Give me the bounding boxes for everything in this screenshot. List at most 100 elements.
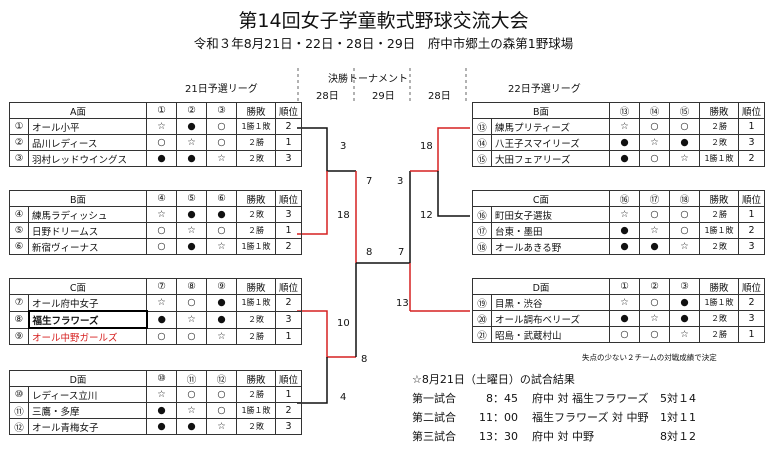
score-a: 3 xyxy=(340,141,347,152)
result-cell: ☆ xyxy=(176,222,207,239)
result-cell: ☆ xyxy=(206,327,237,345)
score-d: 4 xyxy=(340,392,347,403)
rank-cell: 2 xyxy=(738,294,765,311)
record-cell: ２勝 xyxy=(236,222,276,239)
group-label: C面 xyxy=(9,278,147,295)
team-no: ⑨ xyxy=(9,327,29,345)
result-cell: ● xyxy=(609,310,640,327)
col-head: ② xyxy=(639,278,670,295)
record-cell: ２敗 xyxy=(699,238,739,255)
team-no: ⑦ xyxy=(9,294,29,312)
group-label: D面 xyxy=(472,278,610,295)
result-cell: ● xyxy=(146,418,177,435)
team-no: ① xyxy=(9,118,29,135)
team-name: レディース立川 xyxy=(28,386,147,403)
page-title: 第14回女子学童軟式野球交流大会 xyxy=(238,10,529,32)
col-head: ⑧ xyxy=(176,278,207,295)
group-d-table: D面 ⑩ ⑪ ⑫ 勝敗 順位 ⑩ レディース立川 ☆ ○ ○ ２勝 1 ⑪ 三鷹… xyxy=(9,370,302,435)
record-cell: ２勝 xyxy=(699,118,739,135)
col-head: ⑤ xyxy=(176,190,207,207)
group-header-row: D面 ① ② ③ 勝敗 順位 xyxy=(472,278,765,295)
result-cell: ● xyxy=(609,238,640,255)
date-label-right: 28日 xyxy=(428,91,451,102)
group-c2-table: C面 ⑯ ⑰ ⑱ 勝敗 順位 ⑯ 町田女子選抜 ☆ ○ ○ ２勝 1 ⑰ 台東・… xyxy=(472,190,765,255)
score-left-final: 8 xyxy=(366,247,373,258)
group-header-row: C面 ⑯ ⑰ ⑱ 勝敗 順位 xyxy=(472,190,765,207)
results-block: ☆8月21日（土曜日）の試合結果 第一試合 8：45 府中 対 福生フラワーズ … xyxy=(412,370,696,446)
result-cell: ● xyxy=(176,118,207,135)
table-row: ⑳ オール調布ベリーズ ● ☆ ● ２敗 3 xyxy=(472,310,765,327)
result-cell: ● xyxy=(609,134,640,151)
team-no: ③ xyxy=(9,150,29,167)
result-cell: ● xyxy=(639,238,670,255)
result-cell: ○ xyxy=(176,327,207,345)
group-label: A面 xyxy=(9,102,147,119)
col-head: ⑥ xyxy=(206,190,237,207)
result-cell: ☆ xyxy=(609,118,640,135)
record-cell: 1勝１敗 xyxy=(699,150,739,167)
rank-cell: 2 xyxy=(275,238,302,255)
col-head: ⑫ xyxy=(206,370,237,387)
col-head: ⑮ xyxy=(669,102,700,119)
record-head: 勝敗 xyxy=(236,102,276,119)
table-row: ⑮ 大田フェアリーズ ● ○ ☆ 1勝１敗 2 xyxy=(472,150,765,167)
team-name: 品川レディース xyxy=(28,134,147,151)
rank-head: 順位 xyxy=(275,370,302,387)
result-cell: ● xyxy=(146,310,177,329)
table-row: ⑨ オール中野ガールズ ○ ○ ☆ ２勝 1 xyxy=(9,327,302,345)
table-row: ⑬ 練馬プリティーズ ☆ ○ ○ ２勝 1 xyxy=(472,118,765,135)
team-no: ② xyxy=(9,134,29,151)
result-cell: ☆ xyxy=(146,118,177,135)
team-no: ⑥ xyxy=(9,238,29,255)
rank-cell: 3 xyxy=(738,134,765,151)
team-name: 台東・墨田 xyxy=(491,222,610,239)
record-cell: 1勝１敗 xyxy=(699,222,739,239)
game-time: 8：45 xyxy=(486,392,518,405)
game-score: 8対１2 xyxy=(660,430,696,443)
team-no: ⑬ xyxy=(472,118,492,135)
rank-cell: 2 xyxy=(275,402,302,419)
game-match: 福生フラワーズ 対 中野 xyxy=(532,411,649,424)
col-head: ⑰ xyxy=(639,190,670,207)
game-score: 5対１4 xyxy=(660,392,696,405)
result-cell: ☆ xyxy=(669,238,700,255)
tiebreak-note: 失点の少ない２チームの対戦成績で決定 xyxy=(582,353,717,362)
record-cell: ２敗 xyxy=(699,310,739,327)
col-head: ⑪ xyxy=(176,370,207,387)
game-time: 13：30 xyxy=(479,430,518,443)
team-name: 練馬プリティーズ xyxy=(491,118,610,135)
score-right-final: 7 xyxy=(398,247,405,258)
result-cell: ○ xyxy=(146,222,177,239)
result-cell: ● xyxy=(669,310,700,327)
col-head: ⑬ xyxy=(609,102,640,119)
rank-cell: 1 xyxy=(738,206,765,223)
table-row: ② 品川レディース ○ ☆ ○ ２勝 1 xyxy=(9,134,302,151)
group-c-table: C面 ⑦ ⑧ ⑨ 勝敗 順位 ⑦ オール府中女子 ☆ ○ ● 1勝１敗 2 ⑧ … xyxy=(9,278,302,345)
result-cell: ☆ xyxy=(639,222,670,239)
score-b: 18 xyxy=(337,210,350,221)
table-row: ⑱ オールあきる野 ● ● ☆ ２敗 3 xyxy=(472,238,765,255)
score-right-c: 12 xyxy=(420,210,433,221)
record-cell: ２敗 xyxy=(236,150,276,167)
result-cell: ○ xyxy=(206,402,237,419)
group-a-table: A面 ① ② ③ 勝敗 順位 ① オール小平 ☆ ● ○ 1勝１敗 2 ② 品川… xyxy=(9,102,302,167)
result-cell: ○ xyxy=(146,238,177,255)
result-cell: ☆ xyxy=(176,402,207,419)
table-row: ⑫ オール青梅女子 ● ● ☆ ２敗 3 xyxy=(9,418,302,435)
record-head: 勝敗 xyxy=(236,278,276,295)
game-label: 第二試合 xyxy=(412,411,456,424)
team-name: 昭島・武蔵村山 xyxy=(491,326,610,343)
col-head: ⑯ xyxy=(609,190,640,207)
team-name: オール青梅女子 xyxy=(28,418,147,435)
result-line: 第一試合 8：45 府中 対 福生フラワーズ 5対１4 xyxy=(412,389,696,408)
team-no: ⑩ xyxy=(9,386,29,403)
col-head: ④ xyxy=(146,190,177,207)
result-cell: ☆ xyxy=(176,310,207,329)
team-name: オール小平 xyxy=(28,118,147,135)
team-no: ⑫ xyxy=(9,418,29,435)
result-cell: ● xyxy=(176,206,207,223)
col-head: ③ xyxy=(669,278,700,295)
result-cell: ● xyxy=(176,238,207,255)
results-heading: ☆8月21日（土曜日）の試合結果 xyxy=(412,373,575,386)
